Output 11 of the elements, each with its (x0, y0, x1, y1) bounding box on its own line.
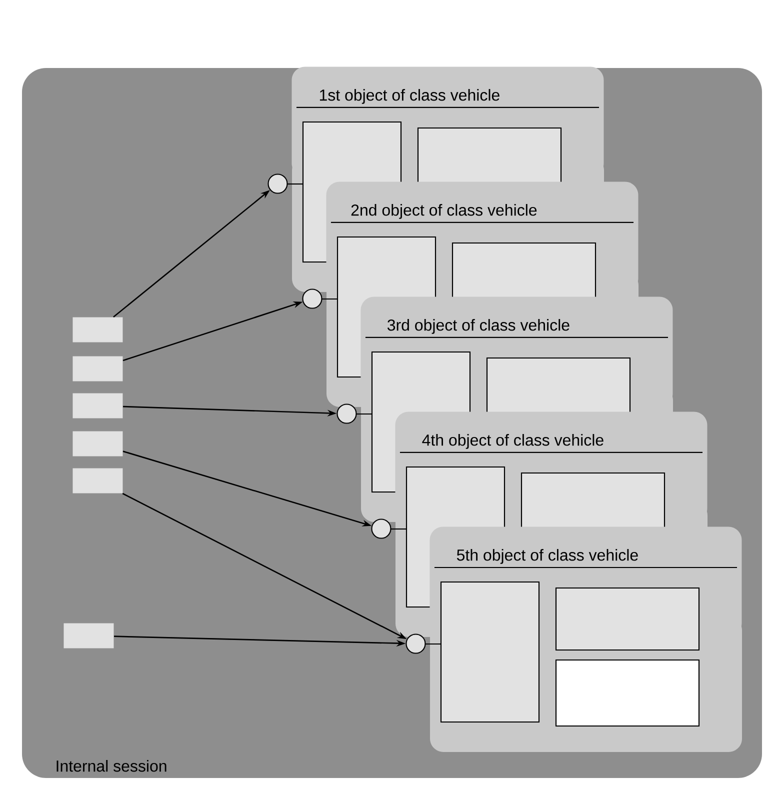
interface-circle (302, 288, 338, 309)
interface-circle (336, 404, 372, 424)
interface-circle (268, 174, 303, 194)
reference-box (72, 431, 123, 456)
reference-box (72, 393, 123, 418)
interface-circle (406, 634, 441, 654)
reference-box (64, 623, 114, 648)
reference-box (72, 317, 123, 342)
reference-box (72, 468, 123, 494)
interface-circle (371, 518, 406, 539)
reference-box (72, 356, 123, 382)
